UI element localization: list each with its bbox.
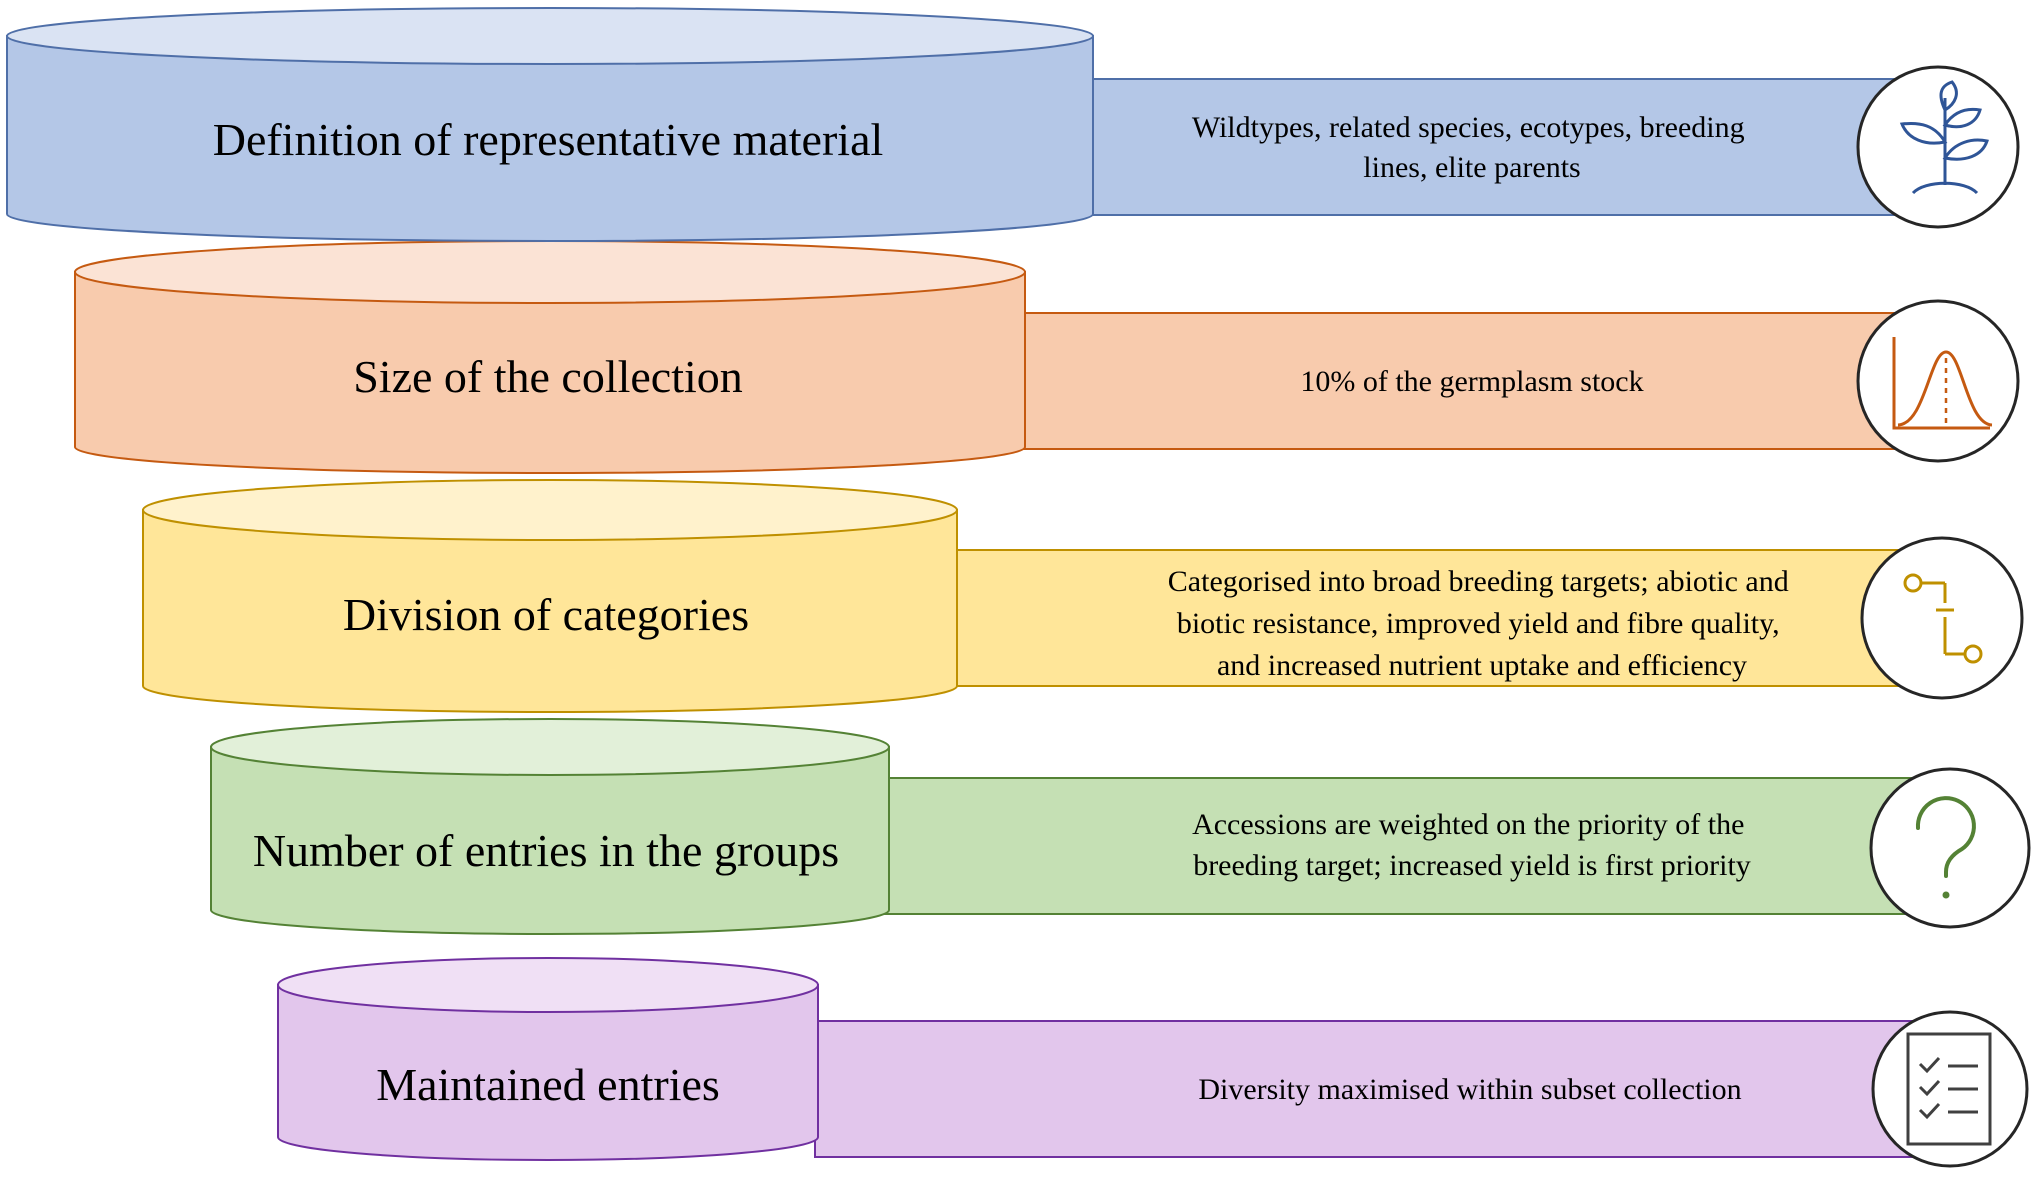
stage-cylinder-top <box>277 957 819 1013</box>
stage-cylinder-top <box>142 479 958 541</box>
stage-description: Diversity maximised within subset collec… <box>1198 1073 1741 1106</box>
stage-description: 10% of the germplasm stock <box>1300 365 1643 398</box>
stage-description: Accessions are weighted on the priority … <box>1192 808 1752 882</box>
stage-title: Number of entries in the groups <box>253 825 839 876</box>
stage-cylinder-body <box>142 509 958 713</box>
stage-cylinder-top <box>210 718 890 776</box>
stage-description: Wildtypes, related species, ecotypes, br… <box>1192 111 1752 184</box>
stage-cylinder-body <box>74 271 1026 474</box>
plant-sprout-icon <box>1856 65 2020 229</box>
bell-curve-icon <box>1856 299 2020 463</box>
stage-description: Categorised into broad breeding targets;… <box>1168 565 1796 682</box>
stage-cylinder-body <box>277 984 819 1161</box>
stage-size-of-collection: Size of the collection 10% of the germpl… <box>74 240 2020 474</box>
stage-cylinder-top <box>74 240 1026 304</box>
stage-cylinder-body <box>210 746 890 935</box>
stage-title: Maintained entries <box>376 1059 720 1110</box>
stage-title: Size of the collection <box>353 351 743 402</box>
stage-band <box>949 549 1931 687</box>
stage-division-of-categories: Division of categories Categorised into … <box>142 479 2024 713</box>
stage-band <box>881 777 1931 915</box>
stage-band <box>814 1020 1931 1158</box>
stage-maintained-entries: Maintained entries Diversity maximised w… <box>277 957 2029 1168</box>
stage-cylinder-body <box>6 35 1094 242</box>
stage-number-of-entries: Number of entries in the groups Accessio… <box>210 718 2031 935</box>
stage-title: Definition of representative material <box>213 114 884 165</box>
question-mark-icon <box>1869 767 2031 929</box>
stage-title: Division of categories <box>343 589 749 640</box>
stage-cylinder-top <box>6 7 1094 65</box>
stage-band <box>1084 78 1931 216</box>
branching-path-icon <box>1860 536 2024 700</box>
checklist-icon <box>1871 1010 2029 1168</box>
stage-definition-of-material: Definition of representative material Wi… <box>6 7 2020 242</box>
